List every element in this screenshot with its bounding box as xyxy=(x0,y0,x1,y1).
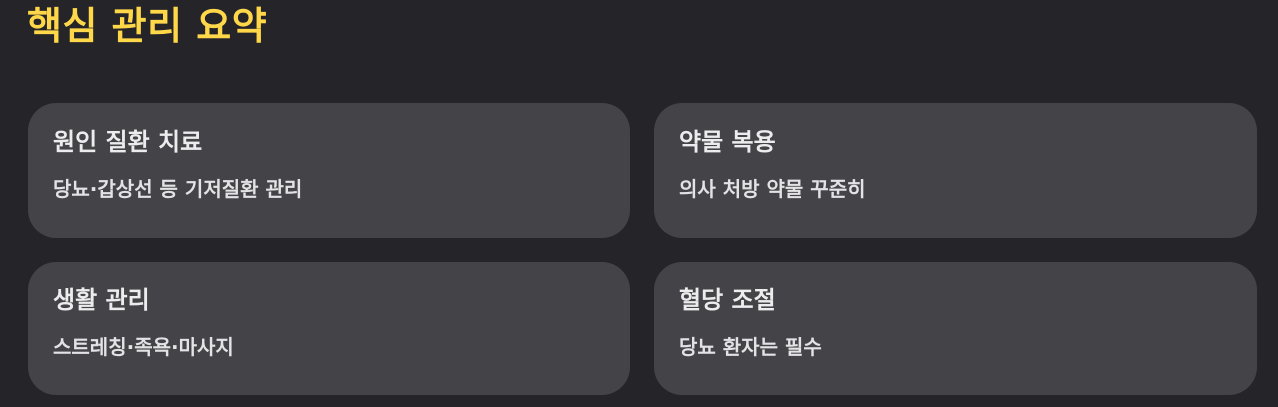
summary-card-lifestyle: 생활 관리 스트레칭·족욕·마사지 xyxy=(28,262,630,395)
card-title: 혈당 조절 xyxy=(679,286,776,314)
summary-card-medication: 약물 복용 의사 처방 약물 꾸준히 xyxy=(654,103,1257,238)
summary-card-cause-treatment: 원인 질환 치료 당뇨·갑상선 등 기저질환 관리 xyxy=(28,103,630,238)
card-description: 의사 처방 약물 꾸준히 xyxy=(679,177,866,201)
page-title: 핵심 관리 요약 xyxy=(27,4,268,48)
summary-card-blood-sugar: 혈당 조절 당뇨 환자는 필수 xyxy=(654,262,1257,395)
card-description: 당뇨·갑상선 등 기저질환 관리 xyxy=(53,177,303,201)
card-title: 약물 복용 xyxy=(679,128,776,156)
card-title: 생활 관리 xyxy=(53,286,150,314)
summary-card-grid: 원인 질환 치료 당뇨·갑상선 등 기저질환 관리 약물 복용 의사 처방 약물… xyxy=(28,103,1257,395)
card-description: 당뇨 환자는 필수 xyxy=(679,335,822,359)
card-title: 원인 질환 치료 xyxy=(53,128,203,156)
card-description: 스트레칭·족욕·마사지 xyxy=(53,335,234,359)
